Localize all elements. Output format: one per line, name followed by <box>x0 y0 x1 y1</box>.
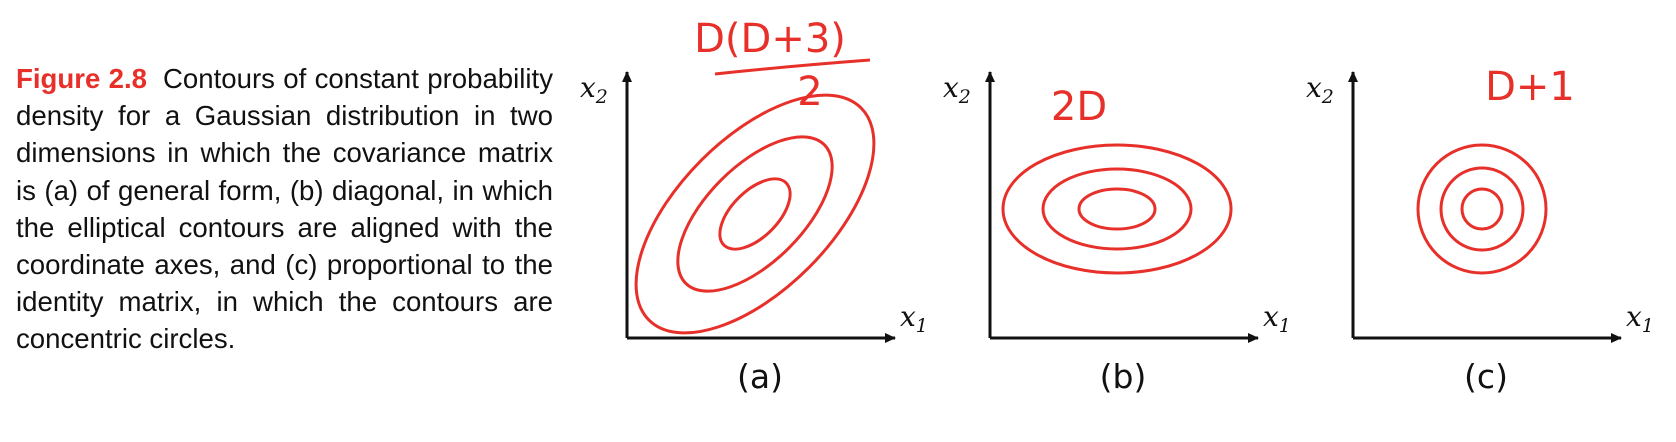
contour-middle-a <box>676 135 834 293</box>
y-axis-label-c: x2 <box>1306 71 1334 108</box>
x-axis-label-a: x1 <box>900 300 928 337</box>
y-axis-label-b: x2 <box>943 71 971 108</box>
x-axis-label-b: x1 <box>1263 300 1291 337</box>
annotation-b: 2D <box>1051 84 1107 130</box>
contour-inner-a <box>718 177 792 251</box>
x-axis-label-c: x1 <box>1626 300 1654 337</box>
fraction-bar-a <box>714 58 871 76</box>
panel-c: x2 x1 (c) D+1 <box>1306 64 1654 396</box>
caption-label: Figure 2.8 <box>16 63 147 94</box>
contour-outer-a <box>634 93 876 335</box>
annotation-c: D+1 <box>1485 64 1575 110</box>
contour-inner-b <box>1077 187 1157 231</box>
caption-text: Contours of constant probability density… <box>16 63 553 355</box>
annotation-a: D(D+3) <box>694 16 846 62</box>
contour-inner-c <box>1460 187 1504 231</box>
panel-label-c: (c) <box>1464 357 1508 396</box>
contour-middle-c <box>1439 166 1525 252</box>
panel-label-a: (a) <box>737 357 783 396</box>
contour-outer-b <box>1001 143 1233 275</box>
panel-label-b: (b) <box>1100 357 1147 396</box>
contour-middle-b <box>1041 167 1193 251</box>
annotation-denominator-a: 2 <box>797 69 822 115</box>
contour-outer-c <box>1416 143 1548 275</box>
panel-a: x2 x1 (a) D(D+3) 2 <box>580 16 928 396</box>
y-axis-label-a: x2 <box>580 71 608 108</box>
panel-b: x2 x1 (b) 2D <box>943 71 1291 396</box>
